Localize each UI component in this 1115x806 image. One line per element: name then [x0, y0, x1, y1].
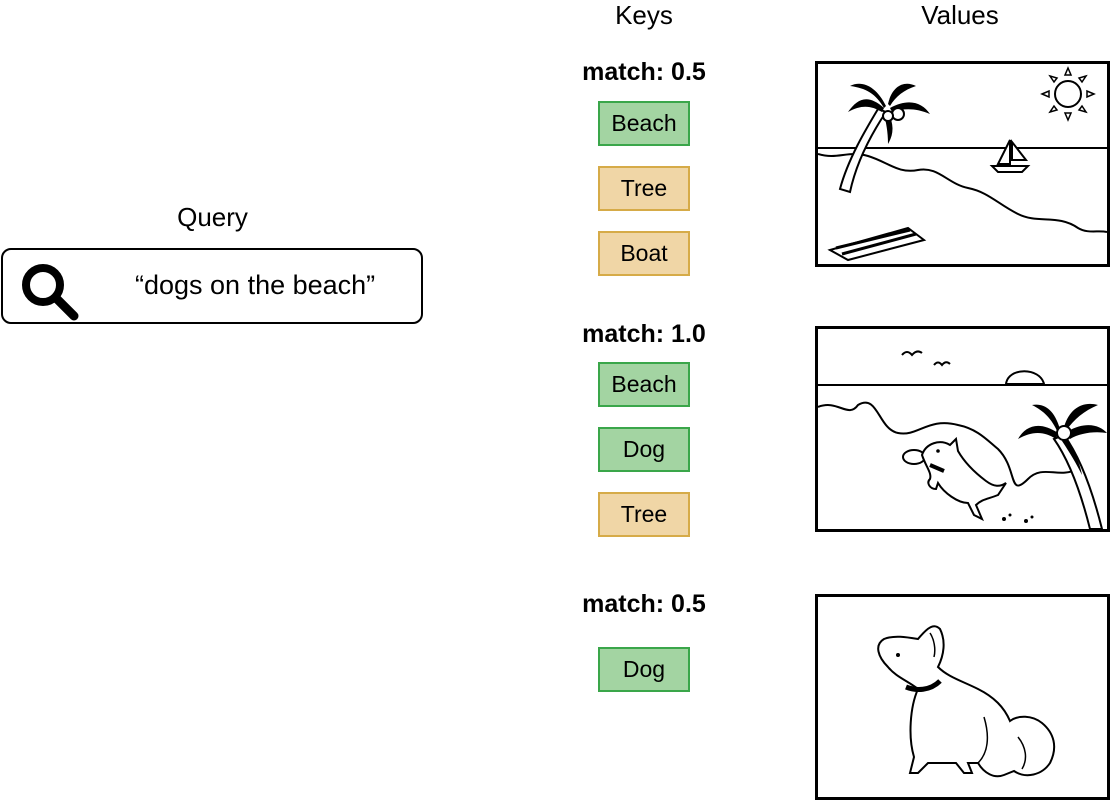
beach-illustration — [818, 66, 1107, 262]
dog-beach-illustration — [818, 350, 1107, 529]
key-tag-tree: Tree — [598, 492, 690, 537]
key-tag-beach: Beach — [598, 101, 690, 146]
key-tag-tree: Tree — [598, 166, 690, 211]
search-box[interactable]: “dogs on the beach” — [1, 248, 423, 324]
key-tag-dog: Dog — [598, 647, 690, 692]
match-score-1: match: 0.5 — [582, 58, 706, 86]
key-tag-dog: Dog — [598, 427, 690, 472]
query-heading: Query — [177, 202, 248, 232]
sitting-dog-illustration — [877, 625, 1056, 778]
key-tag-beach: Beach — [598, 362, 690, 407]
value-image-beach-boat — [815, 61, 1110, 267]
values-heading: Values — [921, 0, 999, 30]
keys-heading: Keys — [615, 0, 673, 30]
match-score-3: match: 0.5 — [582, 590, 706, 618]
value-image-sitting-dog — [815, 594, 1110, 800]
search-query-text: “dogs on the beach” — [135, 270, 376, 300]
value-image-dog-beach — [815, 326, 1110, 532]
match-score-2: match: 1.0 — [582, 320, 706, 348]
key-tag-boat: Boat — [598, 231, 690, 276]
search-icon — [22, 264, 79, 321]
